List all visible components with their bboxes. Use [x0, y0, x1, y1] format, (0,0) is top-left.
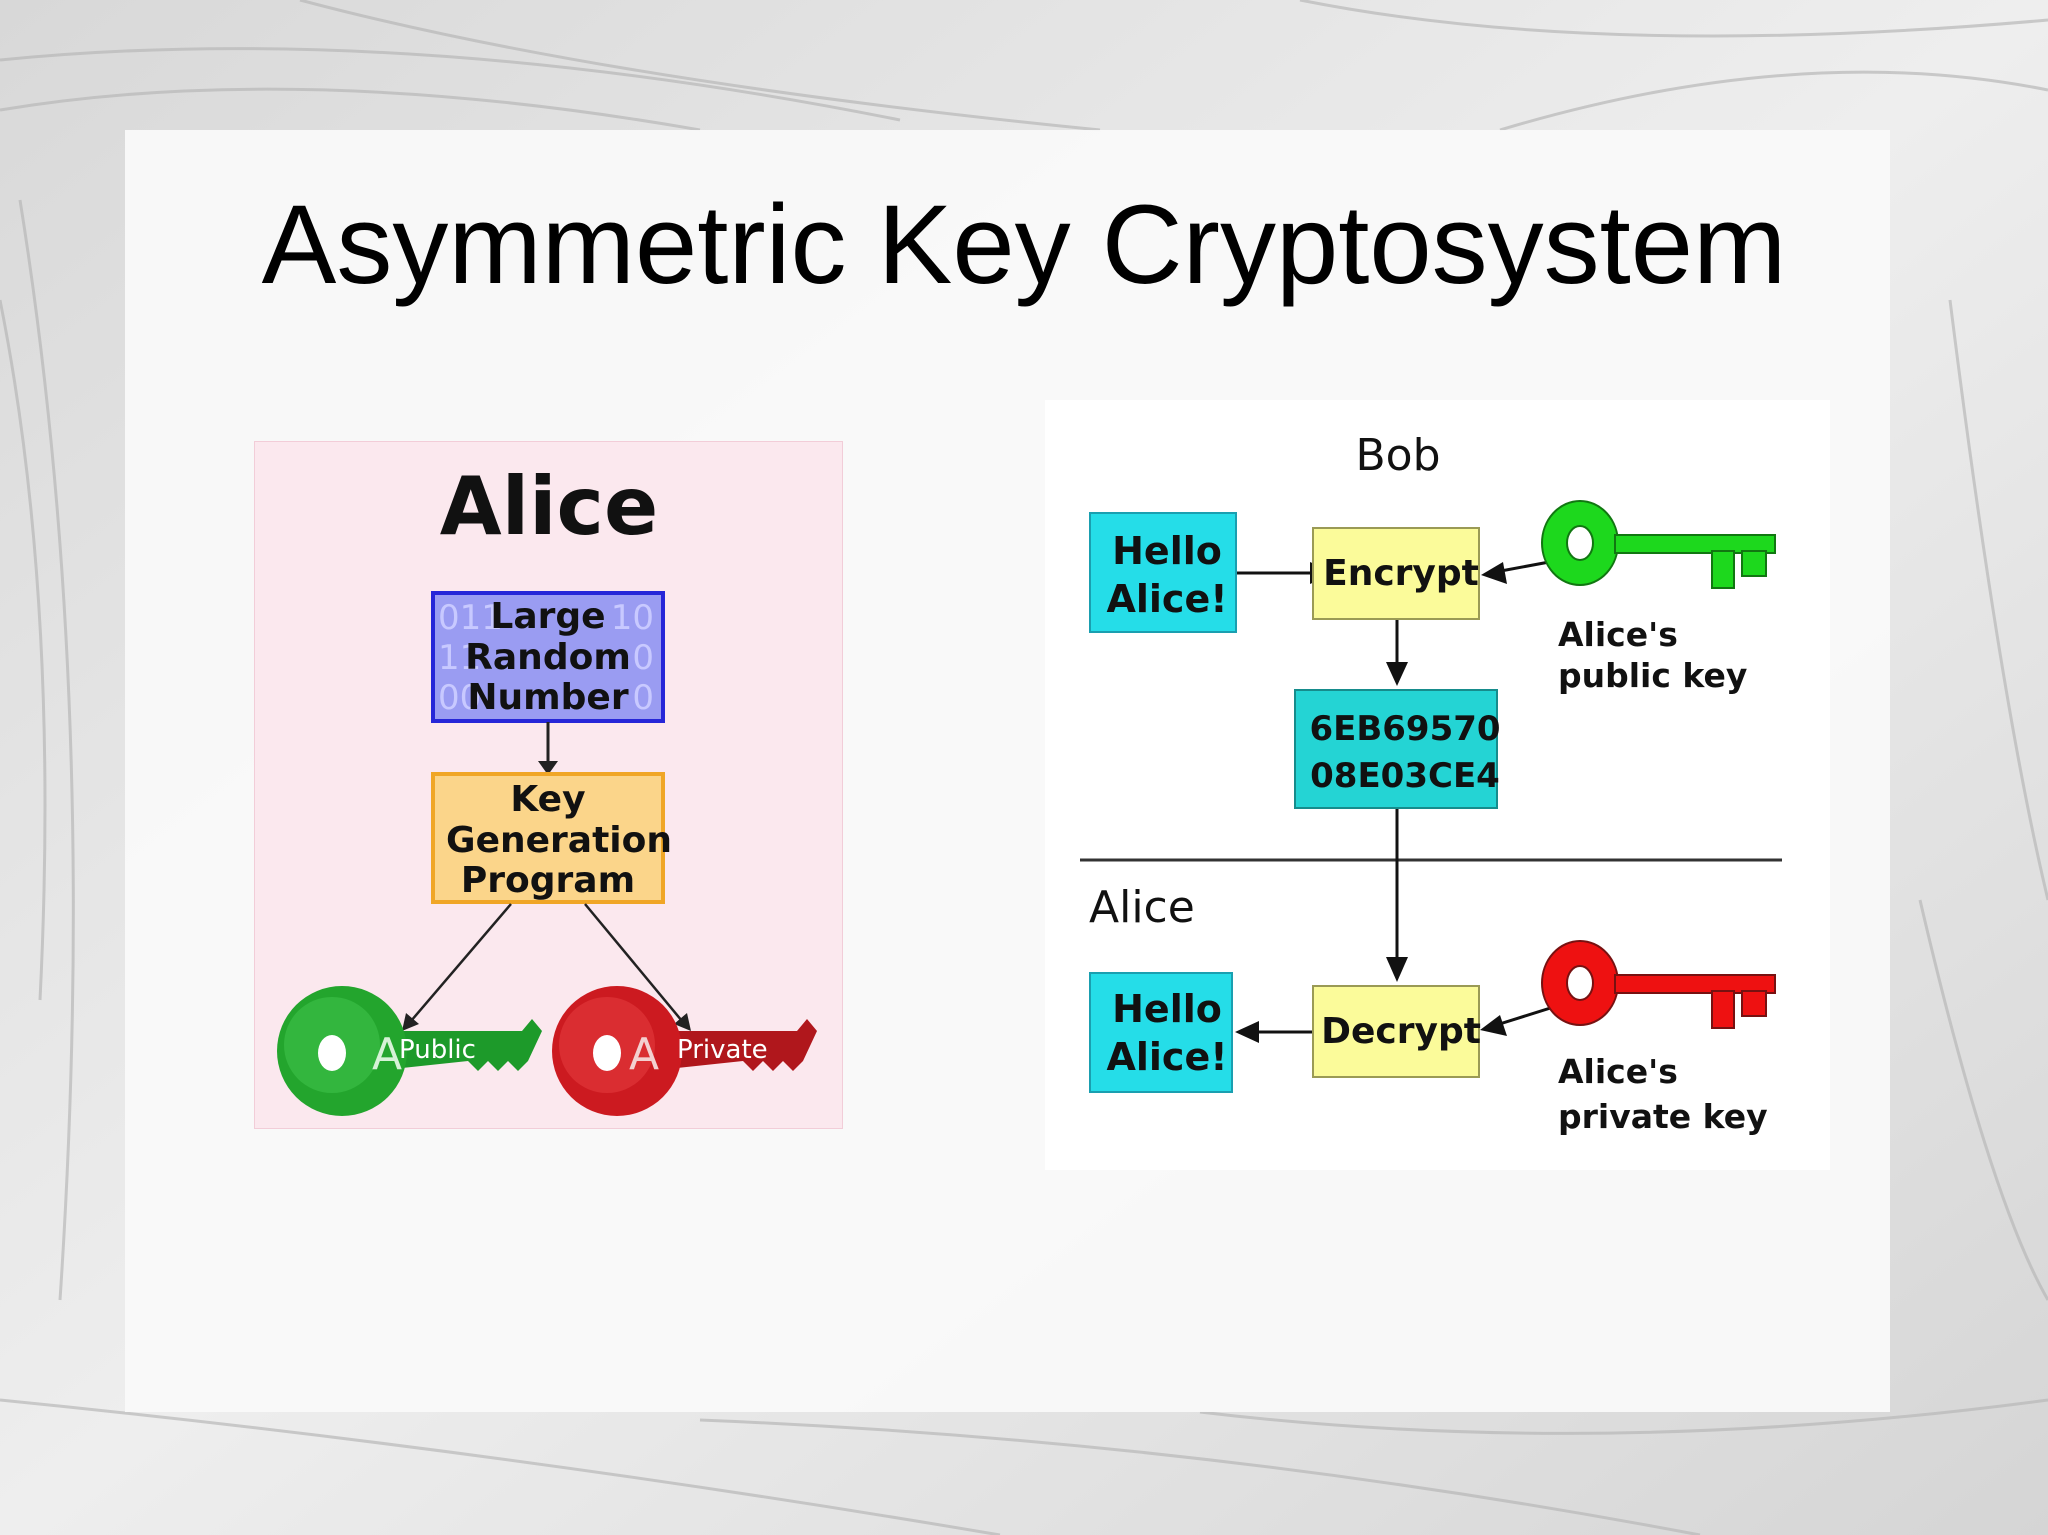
key-letter: A [629, 1029, 659, 1080]
plaintext-box [1089, 972, 1233, 1093]
private-key-caption: Alice's [1558, 1052, 1678, 1091]
slide-title: Asymmetric Key Cryptosystem [261, 182, 1787, 307]
encryption-flow-diagram: Bob Hello Alice! Encrypt Alice's public … [1045, 400, 1830, 1170]
random-box-label: Random [465, 637, 631, 678]
decrypt-label: Decrypt [1321, 1011, 1481, 1052]
random-box-label: Number [467, 677, 628, 718]
public-key-caption: public key [1558, 656, 1747, 695]
bits-text: 0 [632, 678, 654, 718]
private-key-label: Private [677, 1035, 768, 1065]
arrow [584, 903, 683, 1022]
arrow-head [402, 1013, 419, 1031]
arrow-head [1386, 662, 1408, 686]
decrypt-box [1312, 985, 1480, 1078]
alice-heading: Alice [440, 460, 658, 553]
plaintext-label: Hello [1112, 529, 1222, 573]
bits-text: 0 [632, 638, 654, 678]
arrow [410, 903, 512, 1022]
encrypt-label: Encrypt [1323, 553, 1479, 594]
random-number-box [431, 591, 665, 723]
ciphertext-box [1294, 689, 1498, 809]
ciphertext-label: 08E03CE4 [1310, 756, 1500, 796]
keygen-box-label: Program [461, 860, 635, 901]
random-box-label: Large [490, 596, 605, 637]
arrow-head [1480, 1015, 1507, 1036]
public-key-caption: Alice's [1558, 615, 1678, 654]
arrow-head [674, 1013, 691, 1031]
encrypt-box [1312, 527, 1480, 620]
ciphertext-label: 6EB69570 [1309, 709, 1500, 749]
arrow-head [1481, 562, 1507, 584]
keygen-box-label: Key [510, 779, 585, 820]
key-generation-diagram: Alice 011 10 11 0 00 0 Large Random Numb… [254, 441, 843, 1129]
plaintext-label: Alice! [1106, 1035, 1227, 1079]
alice-label: Alice [1089, 882, 1195, 933]
arrow-head [538, 761, 558, 775]
public-key-icon: A Public [277, 986, 542, 1116]
plaintext-label: Alice! [1106, 577, 1227, 621]
arrow-head [1235, 1021, 1259, 1043]
key-letter: A [372, 1029, 402, 1080]
key-generation-box [431, 772, 665, 904]
bits-text: 11 [438, 638, 481, 678]
plaintext-label: Hello [1112, 987, 1222, 1031]
public-key-label: Public [399, 1035, 476, 1065]
private-key-caption: private key [1558, 1097, 1768, 1136]
private-key-icon: A Private [552, 986, 817, 1116]
bob-label: Bob [1355, 430, 1440, 481]
plaintext-box [1089, 512, 1237, 633]
bits-text: 00 [438, 678, 481, 718]
bits-text: 10 [611, 598, 654, 638]
bits-text: 011 [438, 598, 503, 638]
public-key-icon [1541, 500, 1776, 589]
keygen-box-label: Generation [446, 820, 672, 861]
private-key-icon [1541, 940, 1776, 1029]
arrow-head [1386, 957, 1408, 982]
